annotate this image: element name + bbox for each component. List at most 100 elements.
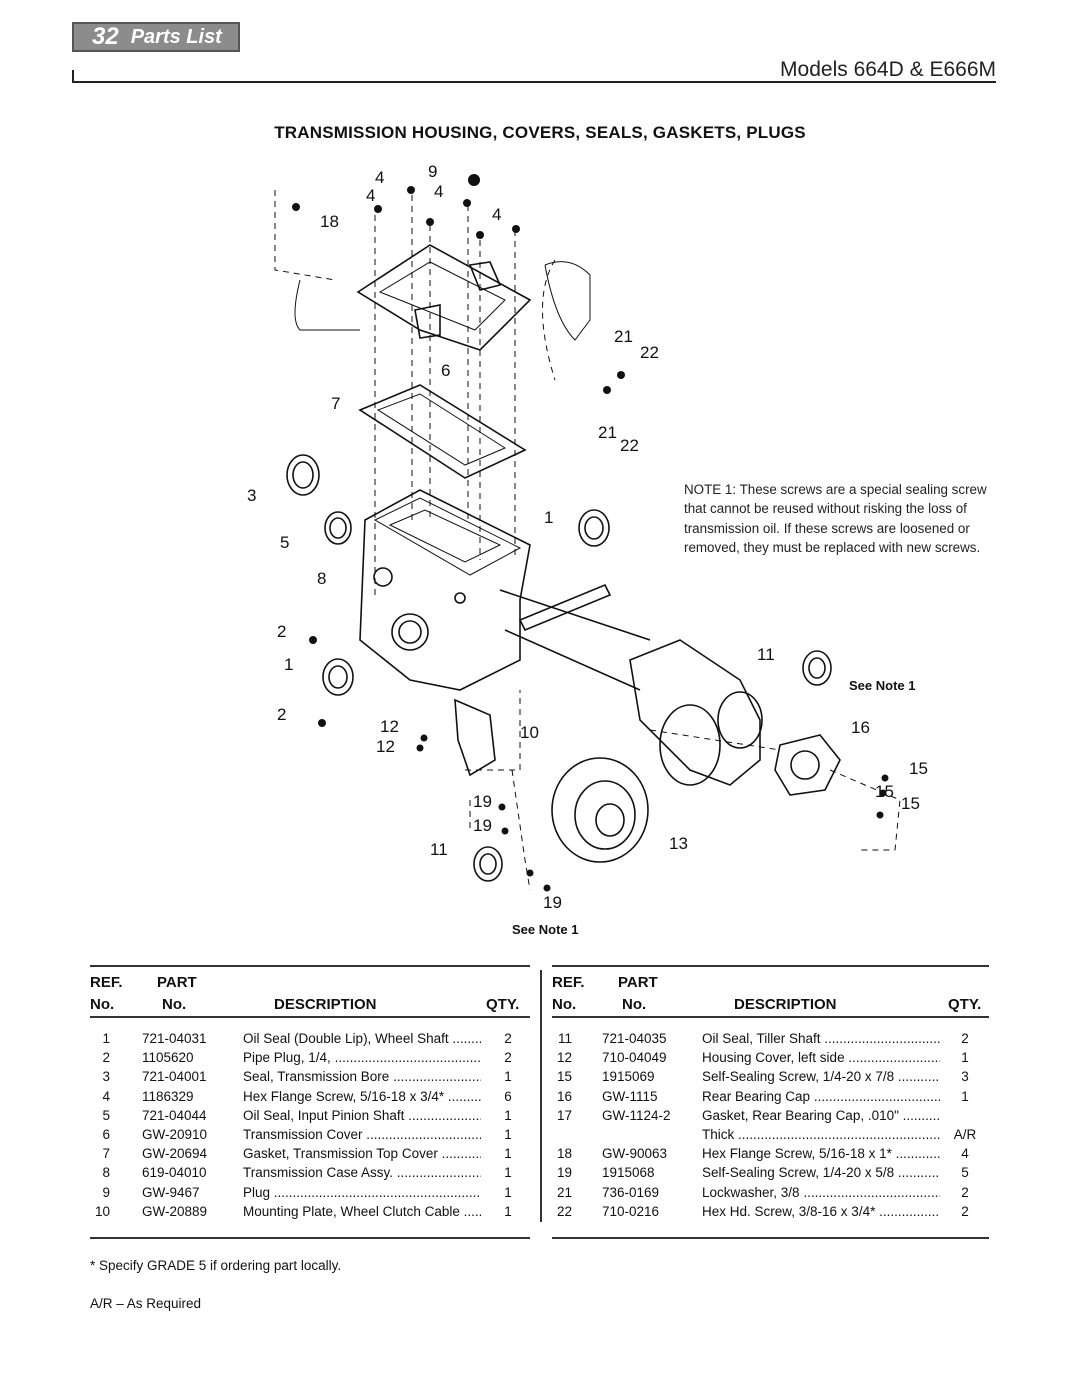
callout-7: 7 bbox=[331, 394, 340, 413]
part-number-cell: GW-9467 bbox=[142, 1184, 200, 1200]
ref-cell: 19 bbox=[556, 1165, 572, 1181]
qty-cell: 2 bbox=[504, 1050, 512, 1066]
see-note-label: See Note 1 bbox=[512, 922, 579, 937]
part-number-cell: 1915068 bbox=[602, 1165, 655, 1181]
part-number-cell: 1915069 bbox=[602, 1069, 655, 1085]
seal-5 bbox=[324, 511, 352, 545]
ref-cell: 2 bbox=[102, 1050, 110, 1066]
mounting-plate bbox=[454, 698, 496, 777]
section-title: TRANSMISSION HOUSING, COVERS, SEALS, GAS… bbox=[274, 123, 806, 142]
ref-cell: 9 bbox=[102, 1184, 110, 1200]
description-cell: Hex Hd. Screw, 3/8-16 x 3/4* bbox=[702, 1204, 940, 1219]
transmission-cover bbox=[356, 244, 532, 351]
callout-21b: 21 bbox=[598, 423, 617, 442]
callout-4c: 4 bbox=[434, 182, 443, 201]
ref-header: REF. bbox=[90, 974, 123, 991]
tube-bracket bbox=[518, 583, 612, 632]
part-number-cell: 721-04035 bbox=[602, 1031, 667, 1046]
qty-cell: 1 bbox=[504, 1069, 512, 1085]
description-cell: Self-Sealing Screw, 1/4-20 x 7/8 bbox=[702, 1069, 940, 1084]
description-cell: Hex Flange Screw, 5/16-18 x 3/4* bbox=[243, 1089, 481, 1104]
part-number-cell: 721-04044 bbox=[142, 1107, 207, 1123]
qty-header: QTY. bbox=[486, 996, 520, 1013]
qty-cell: 4 bbox=[961, 1146, 969, 1162]
description-cell: Pipe Plug, 1/4, bbox=[243, 1050, 481, 1065]
callout-22a: 22 bbox=[640, 343, 659, 362]
housing-cover-disc bbox=[551, 757, 649, 863]
qty-cell: 1 bbox=[504, 1146, 512, 1162]
ref-cell: 11 bbox=[557, 1031, 572, 1046]
description-cell: Transmission Case Assy. bbox=[243, 1165, 481, 1180]
ref-cell: 18 bbox=[556, 1146, 572, 1162]
qty-header: QTY. bbox=[948, 996, 982, 1013]
ref-cell: 6 bbox=[102, 1127, 110, 1142]
table-row: 10 GW-20889 Mounting Plate, Wheel Clutch C… bbox=[90, 1204, 530, 1223]
sealing-screw-note: NOTE 1: These screws are a special seali… bbox=[684, 482, 987, 555]
ref-cell: 10 bbox=[94, 1203, 110, 1219]
ref-cell: 1 bbox=[102, 1031, 110, 1046]
callout-19c: 19 bbox=[543, 893, 562, 912]
section-name: Parts List bbox=[130, 25, 222, 48]
header-rule bbox=[72, 81, 996, 83]
part-number-cell: GW-1124-2 bbox=[602, 1107, 671, 1123]
qty-cell: 2 bbox=[961, 1184, 969, 1200]
qty-cell: 2 bbox=[504, 1031, 512, 1046]
qty-cell: 1 bbox=[961, 1050, 969, 1066]
qty-cell: 1 bbox=[504, 1165, 512, 1181]
callout-8: 8 bbox=[317, 569, 326, 588]
exploded-parts-diagram: 4 9 4 4 18 4 21 22 6 7 21 22 3 1 5 8 2 1… bbox=[247, 162, 928, 912]
qty-cell: 2 bbox=[961, 1031, 969, 1046]
description-cell: Oil Seal (Double Lip), Wheel Shaft bbox=[243, 1031, 481, 1046]
part-number-cell: GW-20889 bbox=[142, 1203, 208, 1219]
ar-legend: A/R – As Required bbox=[90, 1296, 202, 1311]
callout-13: 13 bbox=[669, 834, 688, 853]
callout-18: 18 bbox=[320, 212, 339, 231]
ref-cell: 3 bbox=[102, 1069, 110, 1085]
description-cell: Housing Cover, left side bbox=[702, 1050, 940, 1065]
callout-3: 3 bbox=[247, 486, 256, 505]
qty-cell: A/R bbox=[953, 1127, 977, 1142]
callout-1b: 1 bbox=[284, 655, 293, 674]
description-cell: Oil Seal, Input Pinion Shaft bbox=[243, 1108, 481, 1123]
description-cell: Thick bbox=[702, 1127, 940, 1142]
callout-1a: 1 bbox=[544, 508, 553, 527]
part-number-cell: 1105620 bbox=[142, 1050, 194, 1066]
ref-cell: 7 bbox=[102, 1146, 110, 1162]
description-cell: Mounting Plate, Wheel Clutch Cable bbox=[243, 1204, 481, 1219]
part-number-cell: 619-04010 bbox=[142, 1165, 207, 1181]
qty-cell: 6 bbox=[504, 1088, 512, 1104]
rear-bearing-cap bbox=[774, 734, 841, 796]
ref-no-header: No. bbox=[90, 996, 115, 1013]
description-header: DESCRIPTION bbox=[274, 996, 377, 1013]
callout-11b: 11 bbox=[430, 840, 448, 859]
models-label: Models 664D & E666M bbox=[780, 58, 996, 81]
part-number-cell: 710-04049 bbox=[602, 1050, 667, 1066]
callout-6: 6 bbox=[441, 361, 450, 380]
table-row: 12 710-04049 Housing Cover, left side 1 bbox=[552, 1050, 989, 1069]
part-number-cell: GW-20910 bbox=[142, 1127, 208, 1142]
page-badge: 32 Parts List bbox=[72, 22, 240, 52]
ref-cell: 12 bbox=[556, 1050, 572, 1066]
see-note-label: See Note 1 bbox=[849, 678, 916, 693]
ref-cell: 17 bbox=[556, 1107, 572, 1123]
callout-19a: 19 bbox=[473, 792, 492, 811]
callout-15c: 15 bbox=[901, 794, 920, 813]
qty-cell: 1 bbox=[504, 1184, 512, 1200]
ref-cell: 16 bbox=[556, 1088, 572, 1104]
part-number-cell: 710-0216 bbox=[602, 1203, 660, 1219]
callout-11a: 11 bbox=[757, 645, 775, 664]
ref-cell: 22 bbox=[556, 1203, 572, 1219]
description-cell: Seal, Transmission Bore bbox=[243, 1069, 481, 1084]
seal-1a bbox=[322, 658, 354, 696]
